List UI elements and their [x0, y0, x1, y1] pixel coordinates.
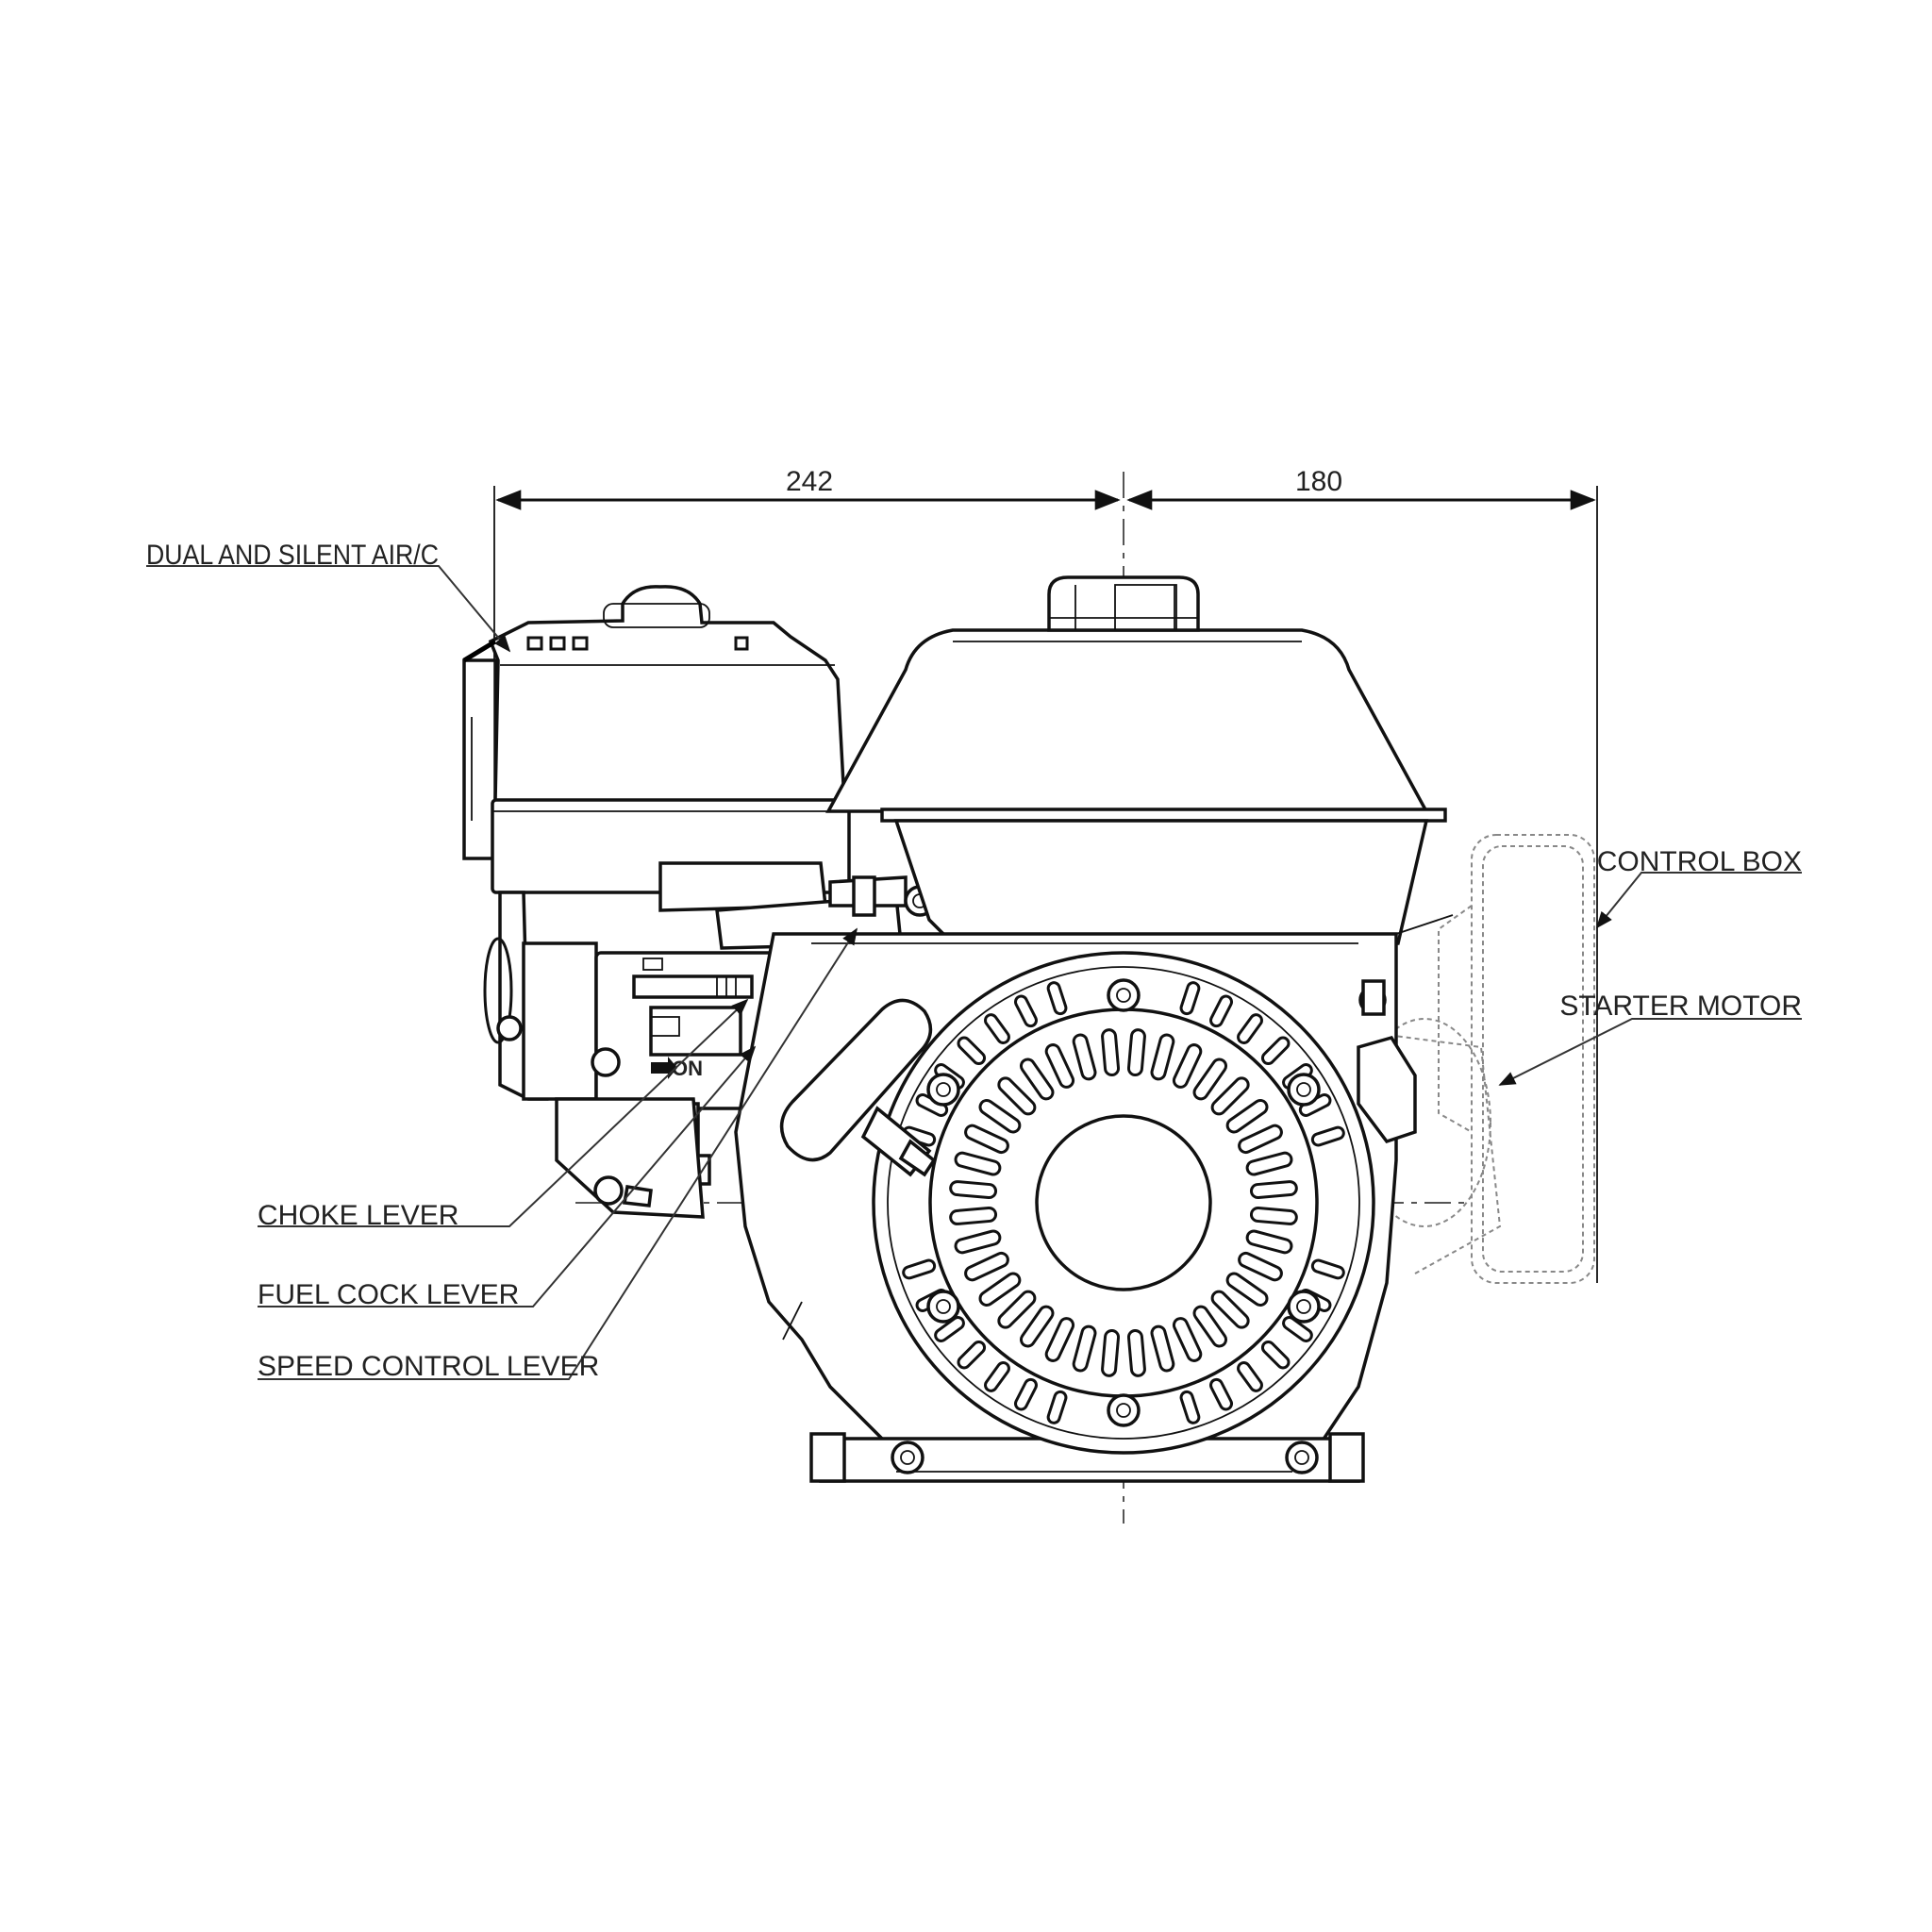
inner-vent-slot	[1238, 1251, 1283, 1282]
outer-vent-slot	[1046, 981, 1068, 1016]
outer-vent-slot	[902, 1258, 937, 1280]
right-side-fittings	[1357, 914, 1454, 1144]
label-choke-lever: CHOKE LEVER	[258, 1200, 458, 1231]
outer-vent-slot	[984, 1361, 1010, 1392]
inner-vent-slot	[1150, 1033, 1175, 1081]
outer-vent-slot	[1282, 1316, 1313, 1342]
bolt-head	[1287, 1073, 1321, 1107]
outer-vent-slot	[957, 1036, 987, 1066]
carburetor-assembly: ON	[483, 861, 936, 1219]
outer-vent-slot	[984, 1013, 1010, 1044]
inner-vent-slot	[1210, 1076, 1250, 1116]
outer-vent-slot	[1209, 1377, 1234, 1411]
label-speed-control-lever: SPEED CONTROL LEVER	[258, 1351, 599, 1382]
inner-vent-slot	[954, 1229, 1002, 1255]
outer-vent-slot	[1237, 1361, 1263, 1392]
inner-vent-slot	[1249, 1180, 1298, 1200]
starter-inner-slots	[949, 1028, 1298, 1377]
starter-bolts	[891, 978, 1321, 1474]
inner-vent-slot	[1126, 1028, 1146, 1077]
inner-vent-slot	[1172, 1043, 1203, 1089]
bolt-center	[936, 1299, 951, 1314]
outer-vent-slot	[1179, 1390, 1201, 1424]
bolt-head	[1287, 1290, 1321, 1324]
inner-vent-slot	[997, 1076, 1037, 1116]
inner-vent-slot	[1101, 1328, 1121, 1377]
dimension-left-width: 242	[786, 466, 833, 497]
inner-vent-slot	[1238, 1124, 1283, 1155]
inner-vent-slot	[1044, 1317, 1075, 1362]
bolt-head	[1107, 1393, 1141, 1427]
label-control-box: CONTROL BOX	[1597, 846, 1802, 877]
outer-vent-slot	[1179, 981, 1201, 1016]
bolt-center	[1296, 1082, 1311, 1097]
inner-vent-slot	[1072, 1033, 1097, 1081]
inner-vent-slot	[978, 1098, 1022, 1134]
dimension-lines	[493, 486, 1598, 1283]
inner-vent-slot	[1044, 1043, 1075, 1089]
bolt-center	[936, 1082, 951, 1097]
inner-vent-slot	[1192, 1305, 1228, 1348]
inner-vent-slot	[1172, 1317, 1203, 1362]
bolt-center	[1296, 1299, 1311, 1314]
inner-vent-slot	[964, 1124, 1009, 1155]
leader-lines	[146, 565, 1802, 1380]
fuel-tank	[825, 575, 1447, 945]
starter-motor-outline	[1357, 1018, 1502, 1274]
recoil-starter-handle	[779, 998, 937, 1177]
dimension-right-width: 180	[1295, 466, 1342, 497]
inner-vent-slot	[1150, 1324, 1175, 1373]
bolt-center	[1116, 1403, 1131, 1418]
outer-vent-slot	[1260, 1340, 1291, 1370]
inner-vent-slot	[1101, 1028, 1121, 1077]
inner-vent-slot	[1072, 1324, 1097, 1373]
inner-vent-slot	[1225, 1098, 1269, 1134]
bolt-head	[926, 1073, 960, 1107]
inner-vent-slot	[1225, 1272, 1269, 1307]
outer-vent-slot	[1237, 1013, 1263, 1044]
bolt-head	[1107, 978, 1141, 1012]
bolt-center	[1116, 988, 1131, 1003]
inner-vent-slot	[1245, 1229, 1293, 1255]
air-cleaner	[462, 585, 851, 894]
bolt-center	[1294, 1450, 1309, 1465]
outer-vent-slot	[1209, 994, 1234, 1028]
outer-vent-slot	[1013, 1377, 1038, 1411]
inner-vent-slot	[949, 1206, 998, 1225]
bolt-head	[926, 1290, 960, 1324]
bolt-head	[1285, 1441, 1319, 1474]
inner-vent-slot	[1192, 1058, 1228, 1101]
recoil-starter	[872, 951, 1375, 1474]
inner-vent-slot	[978, 1272, 1022, 1307]
outer-vent-slot	[934, 1316, 965, 1342]
label-starter-motor: STARTER MOTOR	[1559, 991, 1802, 1022]
inner-vent-slot	[1210, 1290, 1250, 1329]
inner-vent-slot	[1126, 1328, 1146, 1377]
label-air-cleaner: DUAL AND SILENT AIR/C	[146, 540, 439, 571]
inner-vent-slot	[954, 1151, 1002, 1176]
outer-vent-slot	[1260, 1036, 1291, 1066]
starter-outer-slots	[902, 981, 1345, 1424]
control-box-outline	[1438, 834, 1595, 1284]
outer-vent-slot	[957, 1340, 987, 1370]
inner-vent-slot	[1019, 1305, 1055, 1348]
outer-vent-slot	[1310, 1258, 1345, 1280]
outer-vent-slot	[1046, 1390, 1068, 1424]
inner-vent-slot	[1249, 1206, 1298, 1225]
inner-vent-slot	[1019, 1058, 1055, 1101]
outer-vent-slot	[1310, 1125, 1345, 1147]
inner-vent-slot	[1245, 1151, 1293, 1176]
inner-vent-slot	[949, 1180, 998, 1200]
bolt-head	[891, 1441, 924, 1474]
outer-vent-slot	[1013, 994, 1038, 1028]
inner-vent-slot	[997, 1290, 1037, 1329]
bolt-center	[900, 1450, 915, 1465]
inner-vent-slot	[964, 1251, 1009, 1282]
label-fuel-cock-lever: FUEL COCK LEVER	[258, 1279, 519, 1310]
